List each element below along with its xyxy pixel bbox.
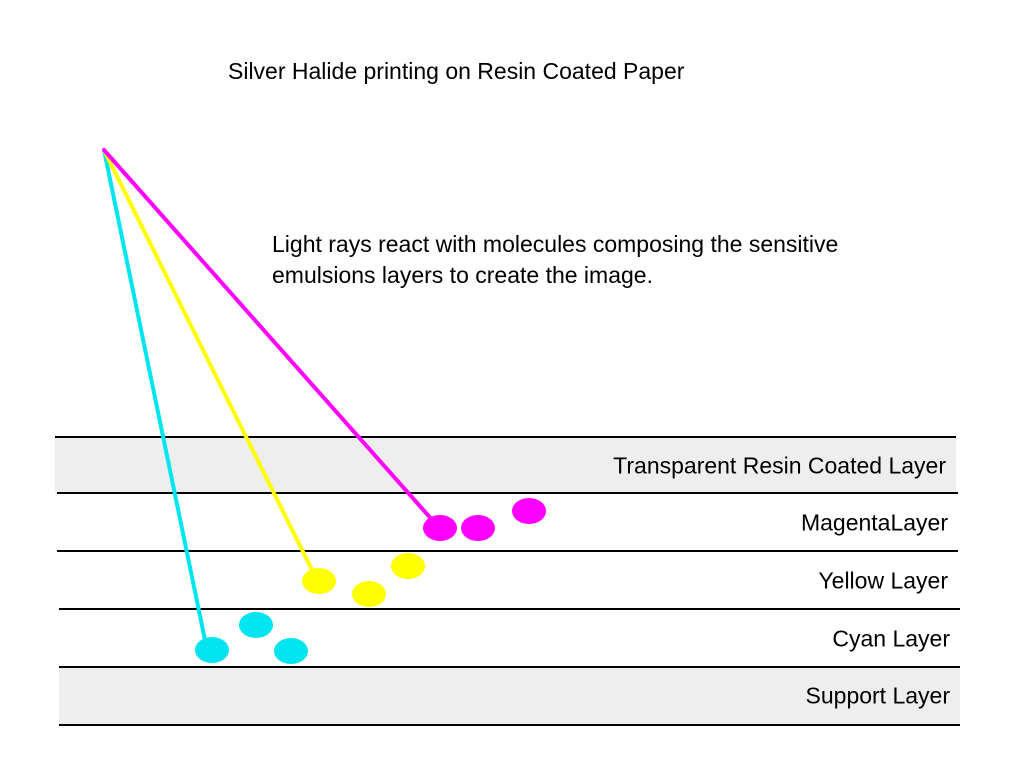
layer-label-cyan: Cyan Layer <box>832 625 950 652</box>
yellow-light-ray <box>102 148 316 576</box>
magenta-light-ray <box>102 148 436 524</box>
layer-magenta: MagentaLayer <box>57 492 958 552</box>
layer-label-support: Support Layer <box>805 682 950 709</box>
layer-label-transparent-resin: Transparent Resin Coated Layer <box>613 452 946 479</box>
yellow-dye-dot <box>352 581 386 607</box>
caption-line-2: emulsions layers to create the image. <box>272 262 653 288</box>
cyan-dye-dot <box>239 612 273 638</box>
diagram-caption: Light rays react with molecules composin… <box>272 229 838 291</box>
magenta-dye-dot <box>423 515 457 541</box>
yellow-dye-dot <box>391 553 425 579</box>
cyan-dye-dot <box>274 638 308 664</box>
layer-label-yellow: Yellow Layer <box>818 567 948 594</box>
caption-line-1: Light rays react with molecules composin… <box>272 231 839 257</box>
layer-yellow: Yellow Layer <box>57 550 958 610</box>
cyan-light-ray <box>102 148 208 647</box>
magenta-dye-dot <box>461 515 495 541</box>
yellow-dye-dot <box>302 568 336 594</box>
diagram-title: Silver Halide printing on Resin Coated P… <box>228 58 685 84</box>
layer-support: Support Layer <box>59 666 960 726</box>
cyan-dye-dot <box>195 637 229 663</box>
layer-cyan: Cyan Layer <box>59 608 960 668</box>
magenta-dye-dot <box>512 498 546 524</box>
layer-transparent-resin: Transparent Resin Coated Layer <box>55 436 956 494</box>
layer-label-magenta: MagentaLayer <box>800 509 948 536</box>
